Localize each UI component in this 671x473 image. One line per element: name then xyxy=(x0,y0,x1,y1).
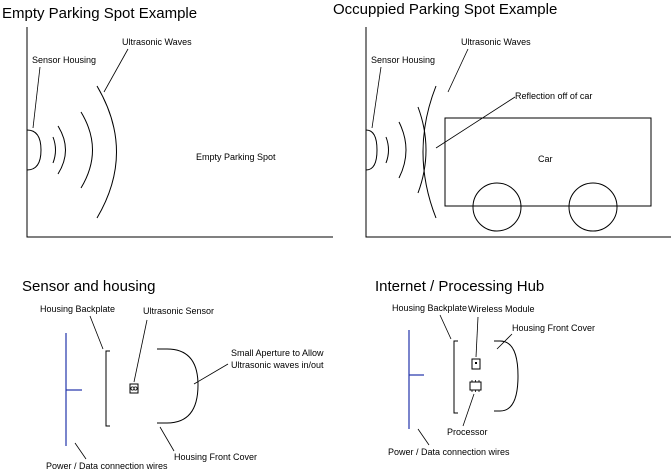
hub-wires-label: Power / Data connection wires xyxy=(388,447,510,457)
car-wheel-rear xyxy=(568,182,618,232)
empty-sensor-housing-shape xyxy=(26,129,42,171)
reflection-leader xyxy=(435,96,516,149)
empty-wave-4 xyxy=(96,85,117,219)
car-wheel-front xyxy=(472,182,522,232)
sensor-wires-label: Power / Data connection wires xyxy=(46,461,168,471)
ultrasonic-sensor-leader xyxy=(133,319,148,383)
occupied-sensor-housing-shape xyxy=(365,129,378,171)
panel-occupied-spot: Occuppied Parking Spot Example Sensor Ho… xyxy=(333,1,671,238)
hub-front-cover-shape xyxy=(494,340,519,412)
wireless-module-shape xyxy=(471,358,481,370)
hub-wires-leader xyxy=(417,428,430,446)
hub-front-cover-label: Housing Front Cover xyxy=(512,323,595,333)
empty-wave-2 xyxy=(57,125,66,175)
sensor-backplate-label: Housing Backplate xyxy=(40,304,115,314)
occupied-wave-2 xyxy=(398,121,407,179)
ultrasonic-sensor-eye-right xyxy=(133,386,138,391)
occupied-waves-leader xyxy=(447,48,469,93)
panel-empty-spot: Empty Parking Spot Example Sensor Housin… xyxy=(2,5,333,238)
wireless-module-leader xyxy=(475,316,479,358)
wireless-module-dot xyxy=(475,362,477,364)
empty-waves-label: Ultrasonic Waves xyxy=(122,37,192,47)
hub-backplate-leader xyxy=(439,314,452,340)
occupied-wave-1 xyxy=(385,136,389,164)
occupied-wave-3 xyxy=(417,106,427,194)
reflection-label: Reflection off of car xyxy=(515,91,592,101)
aperture-leader xyxy=(193,363,229,385)
occupied-waves-label: Ultrasonic Waves xyxy=(461,37,531,47)
occupied-spot-frame xyxy=(365,27,671,238)
empty-spot-label: Empty Parking Spot xyxy=(196,152,276,162)
sensor-front-cover-shape xyxy=(157,348,199,424)
empty-wave-1 xyxy=(52,136,56,164)
hub-title: Internet / Processing Hub xyxy=(375,278,544,295)
sensor-backplate-leader xyxy=(89,315,104,350)
car-label: Car xyxy=(538,154,553,164)
wireless-module-label: Wireless Module xyxy=(468,304,535,314)
hub-backplate-label: Housing Backplate xyxy=(392,303,467,313)
empty-waves-leader xyxy=(103,48,129,93)
car-body xyxy=(444,117,652,207)
hub-backplate-shape xyxy=(453,340,458,414)
empty-spot-title: Empty Parking Spot Example xyxy=(2,5,197,22)
processor-label: Processor xyxy=(447,427,488,437)
hub-front-cover-leader xyxy=(496,333,513,350)
processor-chip-shape xyxy=(469,381,482,391)
aperture-label-line-2: Ultrasonic waves in/out xyxy=(231,360,324,370)
sensor-front-cover-label: Housing Front Cover xyxy=(174,452,257,462)
ultrasonic-sensor-label: Ultrasonic Sensor xyxy=(143,306,214,316)
processor-leader xyxy=(462,393,475,427)
occupied-spot-title: Occuppied Parking Spot Example xyxy=(333,1,557,18)
sensor-housing-title: Sensor and housing xyxy=(22,278,155,295)
occupied-sensor-housing-leader xyxy=(371,66,382,129)
panel-sensor-housing: Sensor and housing Housing Backplate Ult… xyxy=(22,278,324,471)
ultrasonic-sensor-shape xyxy=(129,383,139,394)
sensor-front-cover-leader xyxy=(159,426,175,452)
empty-wave-3 xyxy=(80,111,93,189)
panel-processing-hub: Internet / Processing Hub Housing Backpl… xyxy=(375,278,595,457)
sensor-backplate-shape xyxy=(105,350,110,427)
empty-sensor-housing-label: Sensor Housing xyxy=(32,55,96,65)
empty-spot-frame xyxy=(26,27,333,238)
empty-sensor-housing-leader xyxy=(32,66,41,129)
occupied-sensor-housing-label: Sensor Housing xyxy=(371,55,435,65)
sensor-wires-leader xyxy=(74,442,87,460)
aperture-label-line-1: Small Aperture to Allow xyxy=(231,348,324,358)
occupied-reflected-wave xyxy=(422,85,437,219)
